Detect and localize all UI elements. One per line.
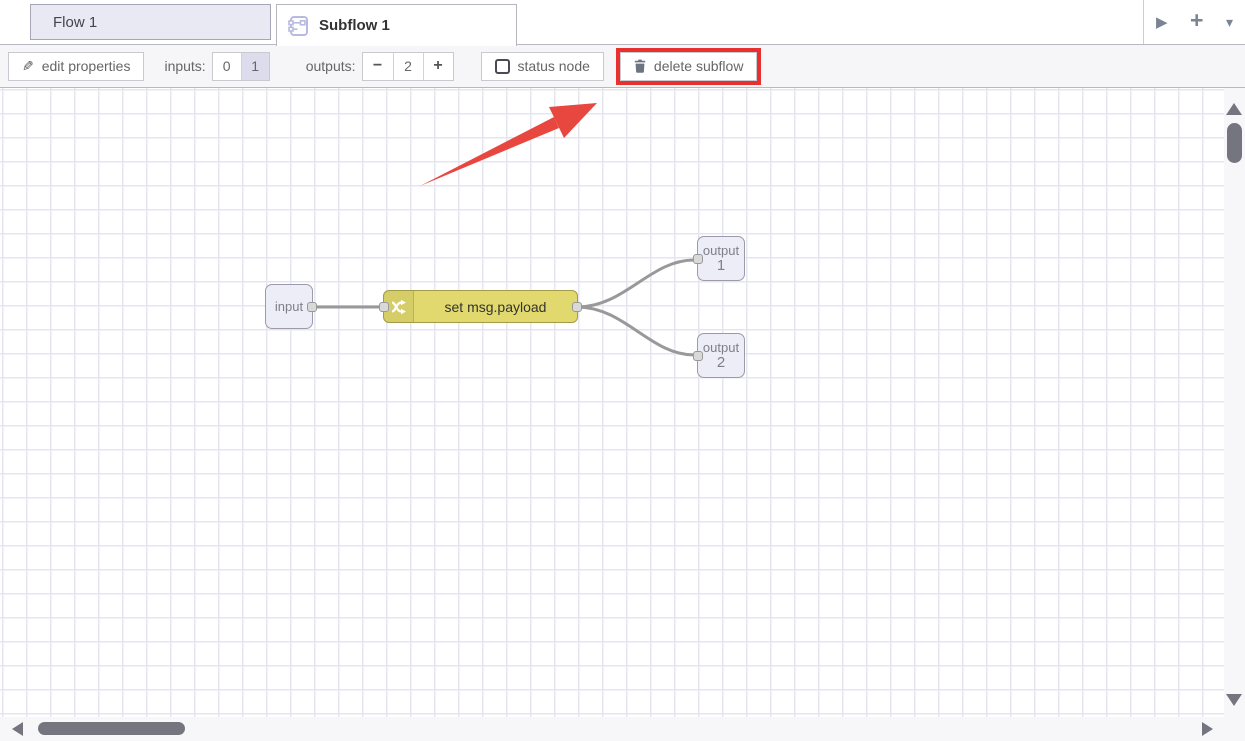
subflow-icon [288, 15, 310, 37]
subflow-output-2-node[interactable]: output 2 [693, 333, 745, 378]
trash-icon [634, 59, 646, 73]
tab-subflow-1-label: Subflow 1 [319, 17, 390, 34]
change-node-input-port[interactable] [379, 302, 389, 312]
scroll-tabs-right-icon[interactable]: ▶ [1156, 13, 1168, 31]
horizontal-scrollbar-thumb[interactable] [38, 722, 185, 735]
change-node[interactable]: set msg.payload [379, 290, 582, 323]
subflow-output-2-label: output [702, 339, 740, 355]
output-1-input-port[interactable] [693, 254, 703, 264]
edit-properties-label: edit properties [41, 58, 131, 74]
scroll-up-icon[interactable] [1226, 103, 1242, 115]
shuffle-icon [391, 299, 406, 314]
inputs-1-button[interactable]: 1 [240, 52, 269, 80]
delete-subflow-label: delete subflow [653, 58, 744, 74]
subflow-output-1-number: 1 [716, 256, 726, 274]
flow-canvas[interactable]: input set msg.payload output [0, 88, 1224, 717]
tab-list-chevron-down-icon[interactable]: ▾ [1225, 14, 1233, 30]
status-node-checkbox[interactable] [494, 58, 510, 74]
status-node-button[interactable]: status node [480, 51, 604, 81]
scroll-down-icon[interactable] [1226, 694, 1242, 706]
status-node-label: status node [517, 58, 590, 74]
outputs-count-value[interactable]: 2 [392, 52, 423, 80]
plus-icon: + [433, 57, 443, 74]
tab-subflow-1[interactable]: Subflow 1 [276, 4, 517, 46]
workspace: input set msg.payload output [0, 88, 1245, 741]
minus-icon: − [372, 57, 383, 74]
output-2-input-port[interactable] [693, 351, 703, 361]
tabbar-actions: ▶ + ▾ [1143, 0, 1245, 44]
outputs-decrease-button[interactable]: − [362, 52, 393, 80]
delete-subflow-button[interactable]: delete subflow [619, 51, 758, 81]
outputs-increase-button[interactable]: + [422, 52, 453, 80]
outputs-label: outputs: [305, 58, 356, 74]
change-node-output-port[interactable] [572, 302, 582, 312]
horizontal-scrollbar[interactable] [0, 717, 1224, 741]
delete-subflow-highlight-box: delete subflow [615, 47, 762, 85]
edit-properties-button[interactable]: ✎ edit properties [8, 51, 145, 81]
inputs-label: inputs: [164, 58, 206, 74]
subflow-input-node[interactable]: input [265, 284, 317, 329]
scroll-right-icon[interactable] [1202, 722, 1213, 736]
tab-bar: Flow 1 Subflow 1 ▶ + ▾ [0, 0, 1245, 46]
tab-flow-1-label: Flow 1 [53, 13, 98, 31]
pencil-icon: ✎ [22, 57, 34, 74]
annotation-arrow [420, 103, 597, 186]
change-node-icon-area [384, 291, 414, 322]
subflow-output-2-number: 2 [716, 353, 726, 371]
tab-flow-1[interactable]: Flow 1 [30, 4, 271, 40]
add-tab-icon[interactable]: + [1190, 7, 1204, 33]
inputs-toggle-group: 0 1 [211, 51, 270, 81]
inputs-0-button[interactable]: 0 [212, 52, 241, 80]
vertical-scrollbar[interactable] [1224, 88, 1245, 717]
vertical-scrollbar-thumb[interactable] [1227, 123, 1242, 163]
outputs-stepper: − 2 + [361, 51, 454, 81]
input-node-output-port[interactable] [307, 302, 317, 312]
subflow-output-1-label: output [702, 242, 740, 258]
subflow-input-label: input [274, 298, 304, 314]
scroll-left-icon[interactable] [12, 722, 23, 736]
subflow-toolbar: ✎ edit properties inputs: 0 1 outputs: −… [0, 45, 1245, 88]
subflow-output-1-node[interactable]: output 1 [693, 236, 745, 281]
change-node-label: set msg.payload [444, 298, 547, 315]
wires-layer [311, 103, 696, 357]
wire-change-to-output2[interactable] [575, 305, 696, 357]
wire-change-to-output1[interactable] [575, 258, 696, 309]
